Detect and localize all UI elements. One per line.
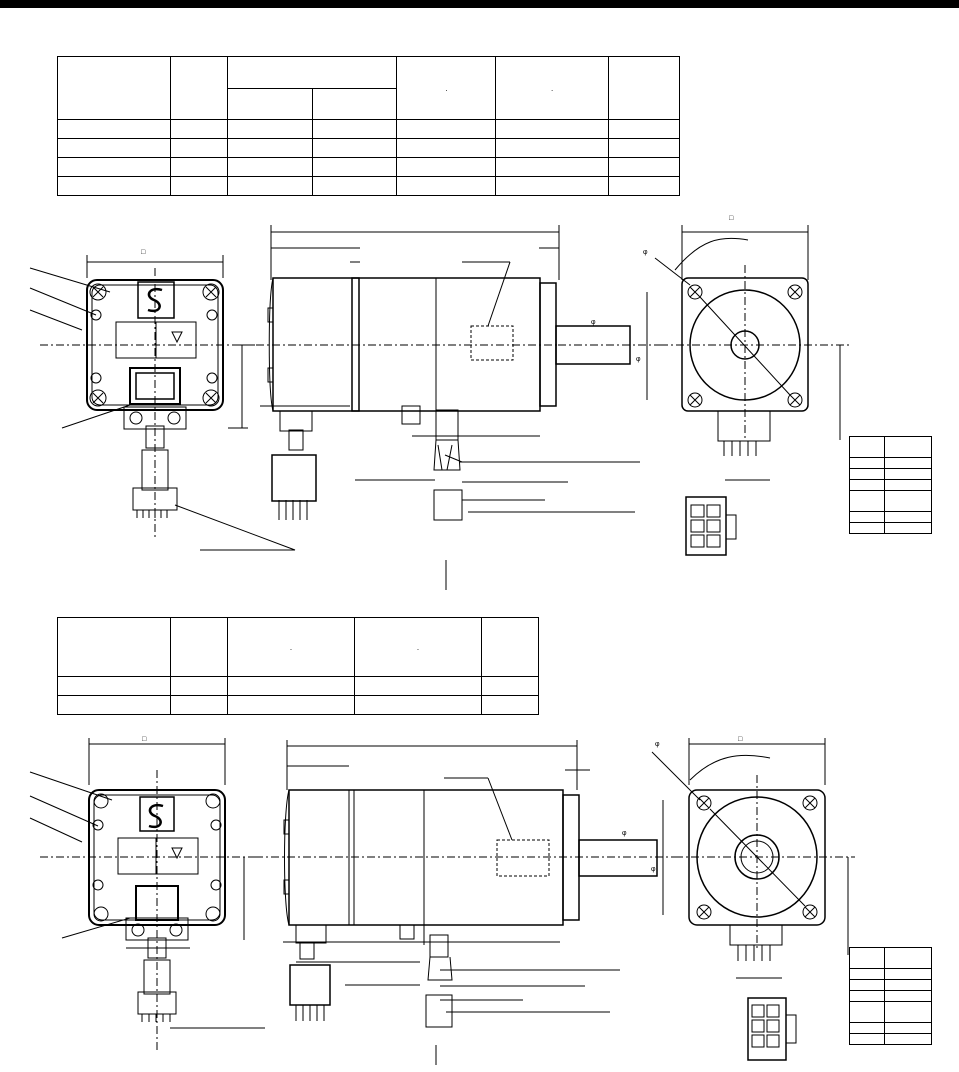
pin-legend-b xyxy=(849,947,932,1045)
col-7-header xyxy=(608,56,680,120)
table-row xyxy=(849,968,932,980)
dot-mark: . xyxy=(445,83,448,93)
dot-mark: . xyxy=(416,642,420,652)
front-view-a xyxy=(654,225,850,556)
pin-legend-a xyxy=(849,436,932,534)
dot-mark: . xyxy=(289,642,293,652)
side-view-b xyxy=(255,740,680,1065)
phi-dim-mark: φ xyxy=(622,830,627,837)
square-dim-mark: □ xyxy=(142,736,147,743)
table-row xyxy=(849,522,932,534)
spec-table-b: . . xyxy=(57,617,539,715)
col-6-header: . xyxy=(495,56,610,120)
col-3-header xyxy=(226,87,313,120)
square-dim-mark: □ xyxy=(738,736,743,743)
phi-dim-mark: φ xyxy=(651,866,656,873)
col-2-header xyxy=(170,617,228,677)
spec-table-a: . . xyxy=(57,56,680,196)
table-row xyxy=(849,979,932,991)
square-dim-mark: □ xyxy=(729,215,734,222)
phi-dim-mark: φ xyxy=(591,319,596,326)
table-row xyxy=(849,468,932,480)
table-row xyxy=(57,176,680,196)
phi-dim-mark: φ xyxy=(655,741,660,748)
table-row xyxy=(57,676,539,696)
table-row xyxy=(57,138,680,158)
table-row xyxy=(57,119,680,139)
table-row xyxy=(57,695,539,715)
table-row xyxy=(849,436,932,458)
logo-s-mark xyxy=(148,803,164,829)
phi-dim-mark: φ xyxy=(636,356,641,363)
table-row xyxy=(849,1001,932,1023)
front-view-b xyxy=(651,738,855,1061)
dot-mark: . xyxy=(551,83,554,93)
top-rule xyxy=(0,0,959,8)
col-model-header xyxy=(57,617,171,677)
rear-view-a xyxy=(29,255,296,551)
logo-s-mark xyxy=(147,287,163,313)
side-view-a xyxy=(240,225,660,590)
table-row xyxy=(849,1033,932,1045)
square-dim-mark: □ xyxy=(141,249,146,256)
rear-view-b xyxy=(29,738,265,1050)
phi-dim-mark: φ xyxy=(643,249,648,256)
brand-logo-icon xyxy=(137,281,175,319)
